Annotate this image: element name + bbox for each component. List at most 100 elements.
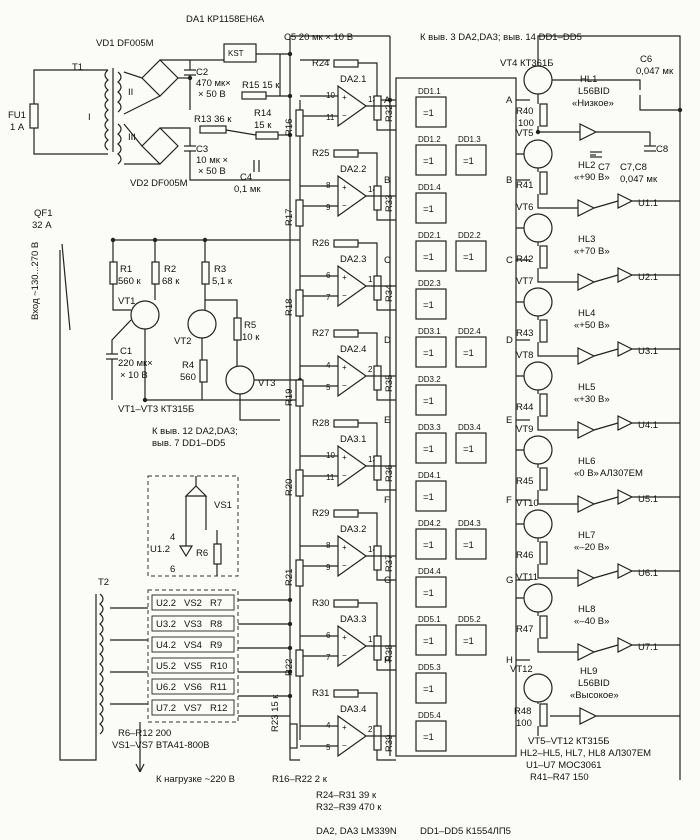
driver-hl-name-3: «+30 В» [574,394,610,405]
wire-59 [552,79,641,90]
t2-row-u-5: U7.2 [156,703,176,714]
divider-label-2: R18 [284,299,295,316]
opto-module-dashed [147,475,239,577]
gate-label-6: DD2.3 [418,279,441,288]
vt4-label: VT4 КТ361Б [500,58,553,69]
fu1-value: 1 А [10,122,25,133]
comp-rb-res-1 [373,185,382,211]
driver-wire-3 [516,375,680,431]
t1-primary-coil [104,69,109,151]
t2-label: T2 [98,577,109,588]
c2-value: 470 мк× [196,78,231,89]
t2-note-1: R6–R12 200 [118,728,171,739]
gate-label-14: DD4.3 [458,519,481,528]
driver-vt-label-2: VT7 [516,276,533,287]
wire-22 [59,330,97,761]
driver-wire-0 [516,153,680,209]
hl1-name: «Низкое» [572,98,614,109]
comp-opamp-7 [337,714,368,758]
driver-r-label-5: R46 [516,550,533,561]
opto-diac [178,545,194,558]
comp-ra-label-1: R25 [312,148,329,159]
opto-led-3 [617,415,634,431]
comp-note-3: R32–R39 470 к [316,802,382,813]
t2-row-r-4: R11 [210,682,227,693]
junction-16 [287,669,293,675]
driver-transistor-4 [523,435,553,465]
gate-label-2: DD1.3 [458,135,481,144]
driver-transistor-3 [523,361,553,391]
gate-label-7: DD3.1 [418,327,441,336]
gate-box-6 [415,288,447,320]
wire-11 [189,151,290,181]
comp-plus-4: + [342,453,347,462]
driver-res-2 [539,319,548,343]
led-hl1 [579,123,598,141]
gate-sym-5: =1 [463,252,474,263]
t2-row-u-1: U3.2 [156,619,176,630]
bus-letter-l-1: B [384,175,390,186]
r14-label: R14 [254,108,271,119]
c5-label: C5 20 мк × 10 В [284,32,353,43]
load-arrow [135,763,145,773]
comp-wire-5 [300,512,396,581]
comp-ra-res-4 [333,419,359,428]
u12-label: U1.2 [150,544,170,555]
gate-box-5 [455,240,487,272]
gate-label-3: DD1.4 [418,183,441,192]
gate-box-13 [415,528,447,560]
hl9-type: L56BID [578,678,610,689]
c1-label: C1 [120,346,132,357]
comp-rb-res-2 [373,275,382,301]
gate-label-10: DD3.3 [418,423,441,432]
r14-value: 15 к [254,120,272,131]
comp-wire-4 [300,422,396,491]
r40-value: 100 [518,118,534,129]
breaker-qf1 [61,243,71,331]
wire-24 [112,284,131,311]
driver-u-label-6: U7.1 [638,642,658,653]
driver-transistor-0 [523,139,553,169]
gate-label-11: DD3.4 [458,423,481,432]
gate-label-1: DD1.2 [418,135,441,144]
comp-opamp-2 [337,264,368,308]
vd1-label: VD1 DF005M [96,38,154,49]
r3-label: R3 [214,264,226,275]
resistor-r5 [233,317,242,341]
comp-plus-7: + [342,723,347,732]
gate-box-2 [455,144,487,176]
comp-plus-6: + [342,633,347,642]
driver-hl-name-1: «+70 В» [574,246,610,257]
c8-label: C8 [656,144,668,155]
t1-winding-2: II [128,87,133,98]
comp-opamp-6 [337,624,368,668]
divider-label-0: R16 [284,119,295,136]
bus-letter-r-2: C [506,255,513,266]
comp-rb-label-0: R32 [384,105,395,122]
comp-plus-5: + [342,543,347,552]
comp-ra-res-6 [333,599,359,608]
bus-letter-l-0: A [384,95,391,106]
t2-row-vs-3: VS5 [184,661,202,672]
hl1-type: L56BID [578,86,610,97]
t2-coil [99,593,104,735]
comp-ra-res-3 [333,329,359,338]
resistor-r2 [151,261,160,285]
input-label: Вход ~130...270 В [30,242,41,320]
stab-type-note: VT1–VT3 КТ315Б [118,404,194,415]
comp-minus-2: − [342,291,347,300]
t2-row-u-4: U6.2 [156,682,176,693]
comp-p2-6: 7 [326,653,331,662]
driver-hl-label-1: HL3 [578,234,595,245]
comp-da-label-2: DA2.3 [340,254,366,265]
t2-row-u-3: U5.2 [156,661,176,672]
comp-da-label-7: DA3.4 [340,704,366,715]
driver-hl-name-4: «0 В» [574,468,599,479]
driver-u-label-3: U4.1 [638,420,658,431]
comp-p3-2: 1 [368,275,373,284]
gate-box-11 [455,432,487,464]
vd2-label: VD2 DF005M [130,178,188,189]
comp-rb-res-0 [373,95,382,121]
driver-transistor-5 [523,509,553,539]
r23-label: R23 15 к [270,694,281,732]
